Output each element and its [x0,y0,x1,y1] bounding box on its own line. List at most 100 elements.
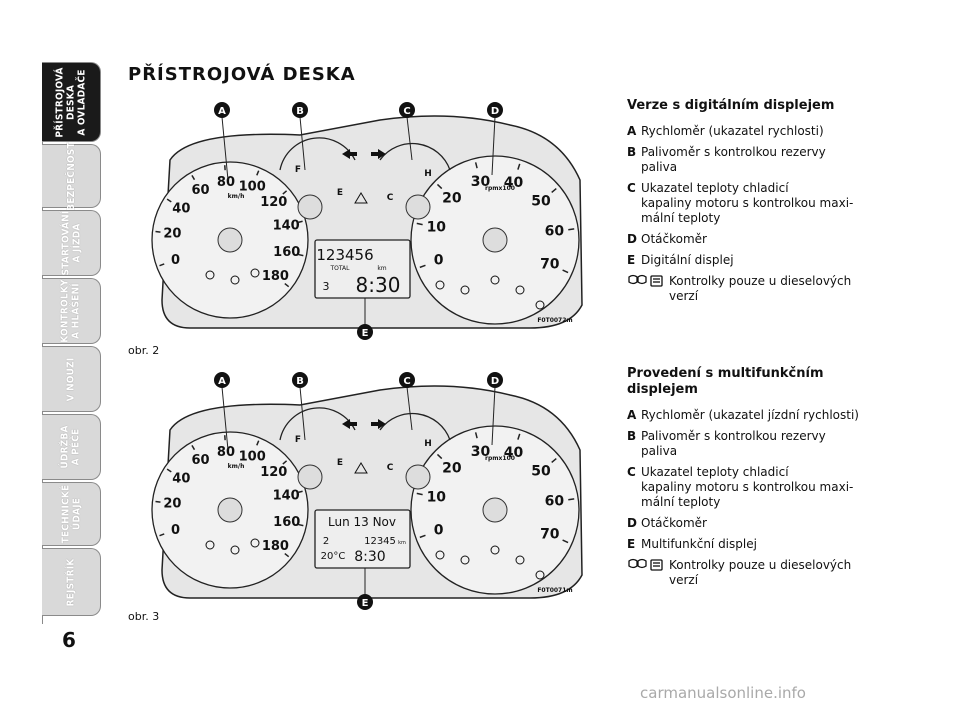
turn-right-icon [371,149,386,159]
speedometer-tick [297,490,303,494]
speedometer-tick-label: 140 [273,488,300,503]
display-trip-indicator: 2 [323,536,329,547]
speed-unit-label: km/h [228,193,245,200]
legend-letter: D [627,232,637,246]
legend-text: Rychloměr (ukazatel rychlosti) [641,124,824,138]
sidebar-tab-3[interactable]: STARTOVÁNÍ A JÍZDA [42,210,101,276]
tachometer-tick [474,432,478,439]
temp-hot-label: H [424,439,432,449]
callout-label: D [491,376,499,387]
tachometer-tick-label: 70 [540,526,560,542]
speedometer-hub [217,227,243,253]
tachometer-tick-label: 40 [504,445,524,461]
tachometer-tick [436,453,443,460]
legend-item: B Palivoměr s kontrolkou rezervy paliva [627,145,887,175]
display-odometer: 123456 [316,246,373,264]
sidebar-tab-5[interactable]: V NOUZI [42,346,101,412]
turn-right-icon [371,419,386,429]
fuel-full-label: F [295,435,301,445]
sidebar-tab-4[interactable]: KONTROLKY A HLÁŠENÍ [42,278,101,344]
sidebar-tab-label: V NOUZI [65,357,77,401]
fuel-empty-label: E [337,188,343,198]
diesel-warning-icon [627,558,669,588]
warning-lamp-icon [230,545,240,555]
section-heading: Provedení s multifunkčním displejem [627,366,824,397]
sidebar-tab-label: KONTROLKY A HLÁŠENÍ [60,279,82,343]
legend-letter: A [627,408,637,422]
legend-letter: E [627,537,636,551]
sidebar-tab-1[interactable]: PŘÍSTROJOVÁ DESKA A OVLADAČE [42,62,101,142]
speedometer-hub [217,497,243,523]
callout-label: E [362,328,369,339]
speedometer-tick-label: 60 [192,453,210,468]
callout-marker [357,594,373,610]
sidebar-tab-8[interactable]: REJSTŘÍK [42,548,101,616]
speedometer-tick-label: 80 [217,445,235,460]
watermark: carmanualsonline.info [640,684,806,702]
speedometer-tick [159,263,165,267]
sidebar-tab-6[interactable]: ÚDRŽBA A PÉČE [42,414,101,480]
warning-lamp-icon [490,275,500,285]
legend-text: Multifunkční displej [641,537,757,551]
speedometer-tick [166,198,172,203]
warning-lamp-icon [535,570,545,580]
temp-cold-label: C [387,193,394,203]
callout-label: A [218,376,226,387]
legend-text: Palivoměr s kontrolkou rezervy paliva [641,145,826,174]
turn-left-icon [342,419,357,429]
sidebar-tab-2[interactable]: BEZPEČNOST [42,142,101,210]
tacho-unit-label: rpmx100 [485,455,515,462]
fuel-gauge-arc [279,137,356,171]
display-km-label: km [398,540,406,546]
legend-letter: B [627,429,637,443]
callout-leader [299,116,306,171]
tachometer-tick-label: 10 [427,220,447,236]
figure-code: F0T0071m [537,587,572,594]
temp-gauge-arc [379,412,451,441]
warning-lamp-icon [490,545,500,555]
display-screen [314,509,411,569]
sidebar-tab-label: ÚDRŽBA A PÉČE [60,425,82,469]
speedometer-tick-label: 160 [273,515,300,530]
callout-label: C [403,106,410,117]
figure-code: F0T0072m [537,317,572,324]
tachometer-tick [562,539,569,544]
sidebar-tab-7[interactable]: TECHNICKÉ ÚDAJE [42,482,101,546]
callout-leader [491,386,496,446]
tacho-unit-label: rpmx100 [485,185,515,192]
tachometer-tick [517,163,521,170]
speed-unit-label: km/h [228,463,245,470]
speedometer-tick [282,460,288,465]
sidebar-tab-label: TECHNICKÉ ÚDAJE [60,484,82,544]
speedometer-tick-label: 180 [262,269,289,284]
speedometer-tick-label: 0 [171,253,180,268]
warning-lamp-icon [250,538,260,548]
tachometer-tick-label: 50 [531,463,551,479]
display-clock: 8:30 [354,549,385,565]
turn-left-icon [342,149,357,159]
warning-lamp-icon [205,540,215,550]
tachometer-tick-label: 30 [471,174,491,190]
callout-marker [357,324,373,340]
legend-letter: B [627,145,637,159]
tachometer-tick [474,162,478,169]
diesel-note: Kontrolky pouze u dieselových verzí [627,558,887,588]
diesel-note-text: Kontrolky pouze u dieselových verzí [669,558,852,587]
diesel-warning-icon [627,274,669,304]
speedometer-tick [256,170,260,176]
callout-leader [221,116,229,181]
figure-caption: obr. 3 [128,610,160,623]
page-title: PŘÍSTROJOVÁ DESKA [128,64,356,85]
fuel-gauge-hub [297,194,323,220]
display-km-label: km [377,265,386,272]
callout-marker [399,102,415,118]
callout-leader [406,116,413,161]
tachometer-tick [416,492,423,496]
tachometer-tick [419,534,426,539]
legend-letter: C [627,465,636,479]
warning-lamp-icon [205,270,215,280]
